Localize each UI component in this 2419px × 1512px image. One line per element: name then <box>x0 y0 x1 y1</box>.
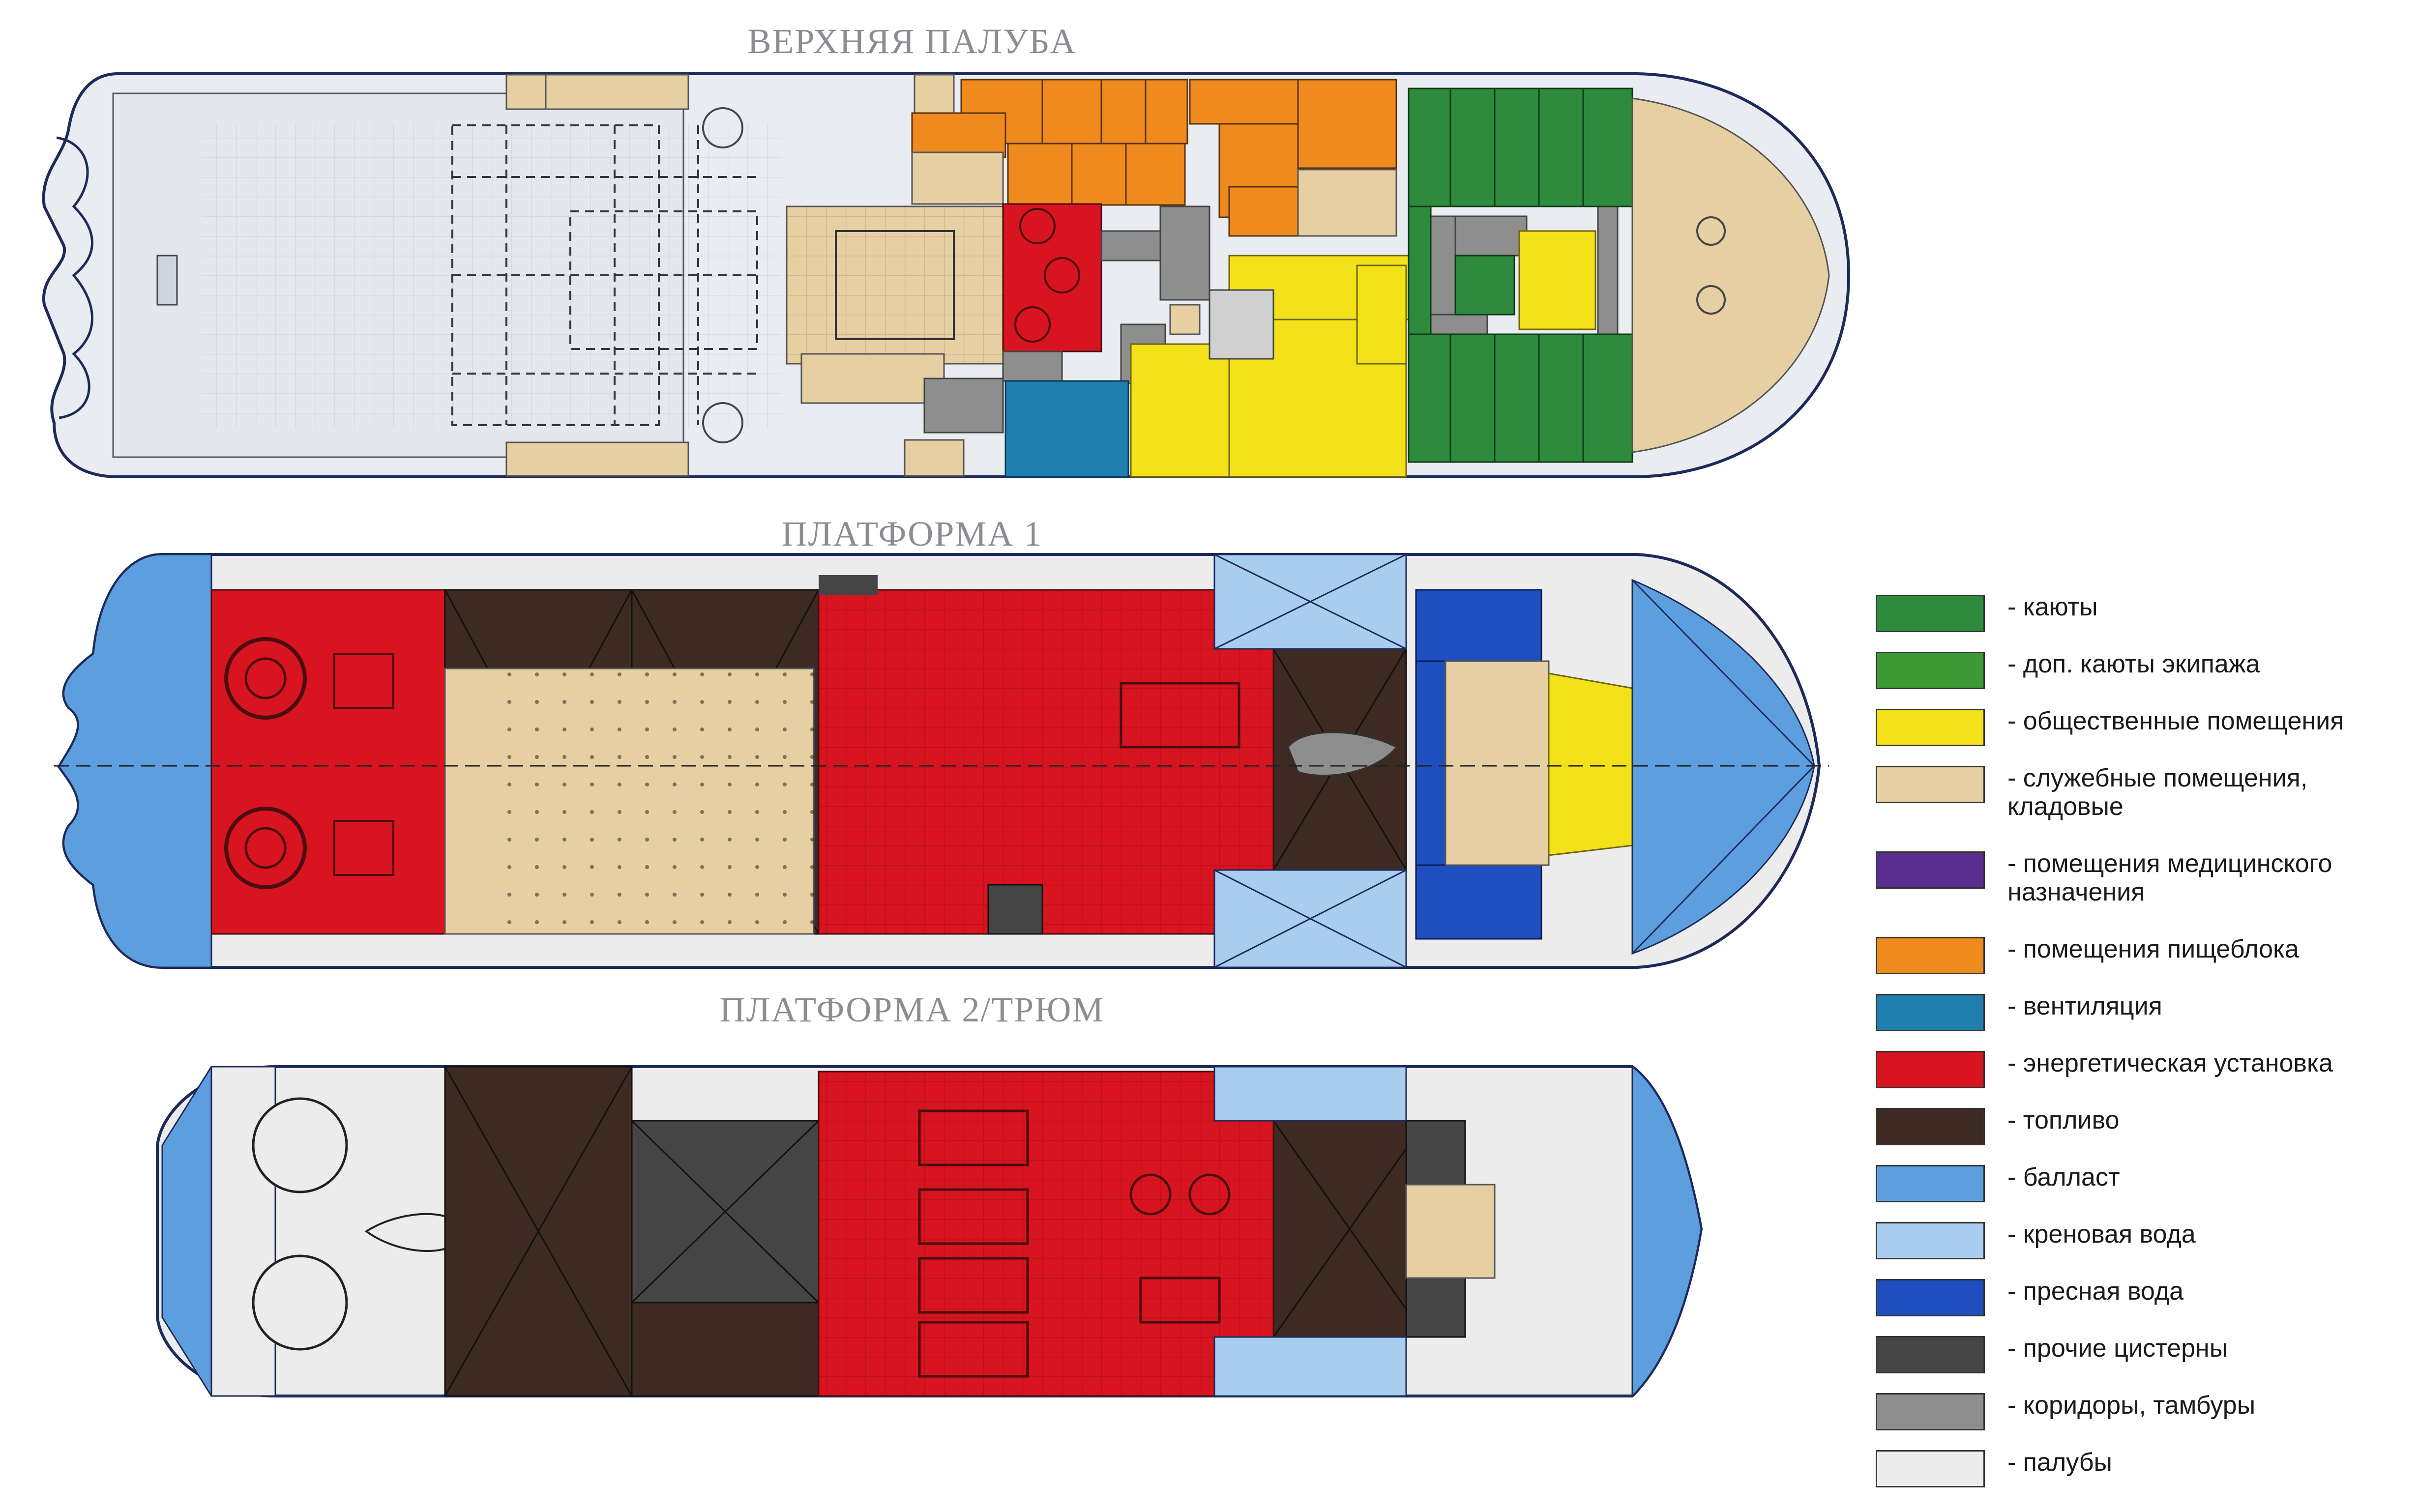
platform2-title: ПЛАТФОРМА 2/ТРЮМ <box>720 990 1105 1029</box>
legend-swatch <box>1876 994 1985 1031</box>
legend-label: - пресная вода <box>2007 1277 2184 1306</box>
legend-label: - палубы <box>2007 1448 2112 1477</box>
legend-item: - каюты <box>1876 590 2407 639</box>
legend-label: - каюты <box>2007 593 2098 621</box>
legend-label: - энергетическая установка <box>2007 1049 2333 1077</box>
upper-bow-service <box>1631 97 1830 453</box>
platform1-service-fore <box>1445 660 1550 866</box>
legend-swatch <box>1876 1165 1985 1202</box>
platform1-title: ПЛАТФОРМА 1 <box>782 514 1043 553</box>
platform1-power-aft <box>210 589 446 935</box>
legend-label: - помещения медицинского назначения <box>2007 849 2332 906</box>
legend-item: - коридоры, тамбуры <box>1876 1388 2407 1437</box>
legend-swatch <box>1876 1450 1985 1487</box>
legend-item: - пресная вода <box>1876 1274 2407 1323</box>
legend-label: - коридоры, тамбуры <box>2007 1391 2256 1420</box>
legend-item: - энергетическая установка <box>1876 1046 2407 1095</box>
platform1-public <box>1548 672 1633 856</box>
legend-item: - прочие цистерны <box>1876 1331 2407 1380</box>
legend-swatch <box>1876 595 1985 632</box>
legend-swatch <box>1876 1279 1985 1316</box>
legend-swatch <box>1876 709 1985 746</box>
upper-deck <box>42 72 1851 478</box>
legend-swatch <box>1876 851 1985 889</box>
legend-item: - вентиляция <box>1876 989 2407 1038</box>
legend-label: - креновая вода <box>2007 1220 2196 1249</box>
legend-swatch <box>1876 1393 1985 1430</box>
platform2-deck <box>156 1065 1703 1398</box>
legend-swatch <box>1876 1336 1985 1373</box>
legend-label: - топливо <box>2007 1106 2120 1134</box>
legend-item: - балласт <box>1876 1160 2407 1209</box>
legend-item: - топливо <box>1876 1103 2407 1152</box>
upper-public-spaces <box>1130 230 1596 478</box>
legend-swatch <box>1876 1222 1985 1259</box>
upper-ventilation-aft <box>1004 380 1129 478</box>
upper-power-room <box>1002 203 1102 352</box>
platform2-service <box>1405 1184 1496 1279</box>
legend-swatch <box>1876 1051 1985 1088</box>
legend-item: - помещения медицинского назначения <box>1876 846 2407 906</box>
platform1-deck <box>54 553 1829 969</box>
legend-swatch <box>1876 766 1985 803</box>
legend-label: - общественные помещения <box>2007 707 2344 735</box>
legend-swatch <box>1876 937 1985 974</box>
legend-label: - балласт <box>2007 1163 2120 1192</box>
legend-label: - доп. каюты экипажа <box>2007 650 2260 678</box>
upper-cabins <box>1408 87 1633 463</box>
legend-item: - палубы <box>1876 1445 2407 1494</box>
platform1-fresh-water <box>1415 589 1542 940</box>
legend-item: - доп. каюты экипажа <box>1876 647 2407 696</box>
legend-swatch <box>1876 652 1985 689</box>
legend-label: - вентиляция <box>2007 992 2162 1020</box>
legend-item: - креновая вода <box>1876 1217 2407 1266</box>
legend-item: - помещения пищеблока <box>1876 932 2407 981</box>
legend-label: - служебные помещения, кладовые <box>2007 764 2308 821</box>
upper-deck-title: ВЕРХНЯЯ ПАЛУБА <box>747 22 1076 61</box>
legend-item: - служебные помещения, кладовые <box>1876 761 2407 821</box>
legend-label: - помещения пищеблока <box>2007 935 2299 963</box>
legend-label: - прочие цистерны <box>2007 1334 2228 1363</box>
legend-item: - общественные помещения <box>1876 704 2407 753</box>
legend-swatch <box>1876 1108 1985 1145</box>
